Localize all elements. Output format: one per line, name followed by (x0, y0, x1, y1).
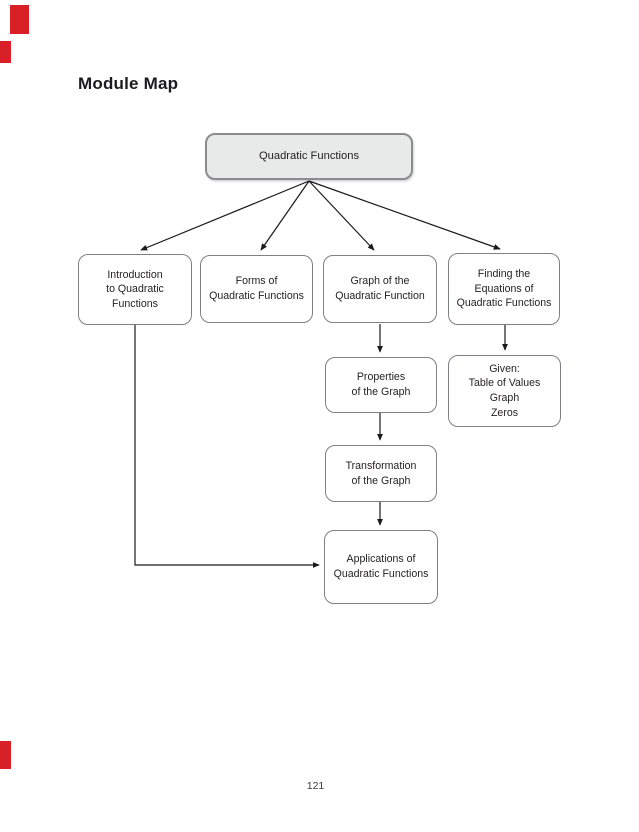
node-introduction-to-quadratic-functions: Introduction to Quadratic Functions (78, 254, 192, 325)
node-properties-of-the-graph: Properties of the Graph (325, 357, 437, 413)
node-finding-the-equations: Finding the Equations of Quadratic Funct… (448, 253, 560, 325)
page-number: 121 (306, 780, 325, 792)
node-given-table-graph-zeros: Given: Table of Values Graph Zeros (448, 355, 561, 427)
page-edge-mark (0, 741, 11, 769)
page-edge-mark (0, 41, 11, 63)
node-forms-of-quadratic-functions: Forms of Quadratic Functions (200, 255, 313, 323)
node-graph-of-the-quadratic-function: Graph of the Quadratic Function (323, 255, 437, 323)
node-quadratic-functions: Quadratic Functions (205, 133, 413, 180)
node-transformation-of-the-graph: Transformation of the Graph (325, 445, 437, 502)
page-title: Module Map (78, 74, 179, 93)
node-applications-of-quadratic-functions: Applications of Quadratic Functions (324, 530, 438, 604)
page-edge-mark (10, 5, 29, 34)
